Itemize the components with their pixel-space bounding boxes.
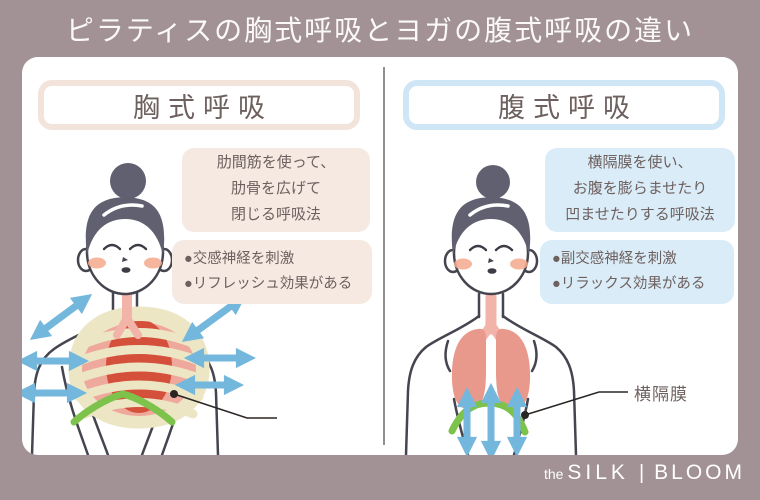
description-line: 横隔膜を使い、 xyxy=(587,155,693,172)
page-title: ピラティスの胸式呼吸とヨガの腹式呼吸の違い xyxy=(65,16,695,47)
blush xyxy=(144,257,162,269)
diaphragm-label: 横隔膜 xyxy=(634,385,688,404)
diaphragm-line xyxy=(70,390,176,426)
blush xyxy=(454,258,472,270)
brand-name: SILK xyxy=(567,461,629,484)
brand-suffix: BLOOM xyxy=(654,461,745,484)
nose xyxy=(122,257,128,262)
description-line: お腹を膨らませたり xyxy=(572,181,708,198)
head xyxy=(443,165,539,296)
closed-eyes xyxy=(102,243,148,251)
hair-bun xyxy=(110,163,146,199)
heading-label: 胸式呼吸 xyxy=(133,92,273,123)
description-line: 閉じる呼吸法 xyxy=(230,206,321,223)
chest-breathing-effects: ●交感神経を刺激 ●リフレッシュ効果がある xyxy=(172,240,372,304)
nose xyxy=(488,258,494,263)
right-lung xyxy=(496,328,531,410)
hair xyxy=(451,197,531,255)
description-line: 肋骨を広げて xyxy=(230,181,321,198)
pilates-woman-figure xyxy=(22,163,277,455)
breath-direction-arrows xyxy=(456,382,528,455)
brand-prefix: the xyxy=(543,466,564,482)
content-panel: 胸式呼吸 腹式呼吸 肋間筋を使って、 肋骨を広げて 閉じる呼吸法 ●交感神経を刺… xyxy=(22,57,738,455)
description-line: 凹ませたりする呼吸法 xyxy=(565,206,715,223)
abdominal-breathing-effects: ●副交感神経を刺激 ●リラックス効果がある xyxy=(540,240,734,304)
blush xyxy=(510,258,528,270)
mouth xyxy=(487,268,497,274)
closed-eyes xyxy=(468,244,514,252)
effect-item: ●副交感神経を刺激 xyxy=(552,250,677,267)
chest-breathing-description: 肋間筋を使って、 肋骨を広げて 閉じる呼吸法 xyxy=(182,148,370,232)
hair-bun xyxy=(476,165,510,199)
heading-label: 腹式呼吸 xyxy=(498,92,638,123)
description-line: 肋間筋を使って、 xyxy=(216,155,336,172)
hair-highlight xyxy=(468,203,510,217)
illustrations-canvas xyxy=(22,163,628,455)
rib-pointer-line xyxy=(170,390,277,419)
chest-expansion-arrows xyxy=(22,294,257,404)
brand-footer: the SILK | BLOOM xyxy=(544,461,745,493)
hair-highlight xyxy=(102,203,144,217)
blush xyxy=(88,257,106,269)
effect-item: ●リラックス効果がある xyxy=(552,276,706,292)
abdominal-breathing-heading: 腹式呼吸 xyxy=(403,80,725,130)
chest-breathing-heading: 胸式呼吸 xyxy=(38,80,360,130)
brand-separator: | xyxy=(638,462,645,484)
yoga-woman-figure xyxy=(404,165,628,455)
head xyxy=(76,163,174,296)
panel-divider xyxy=(383,67,385,445)
trachea xyxy=(113,286,142,339)
mouth xyxy=(121,267,131,273)
abdominal-breathing-description: 横隔膜を使い、 お腹を膨らませたり 凹ませたりする呼吸法 xyxy=(545,148,735,232)
effect-item: ●リフレッシュ効果がある xyxy=(184,276,353,292)
effect-item: ●交感神経を刺激 xyxy=(184,250,295,267)
diaphragm-pointer-line xyxy=(521,391,628,419)
hair xyxy=(85,197,165,255)
